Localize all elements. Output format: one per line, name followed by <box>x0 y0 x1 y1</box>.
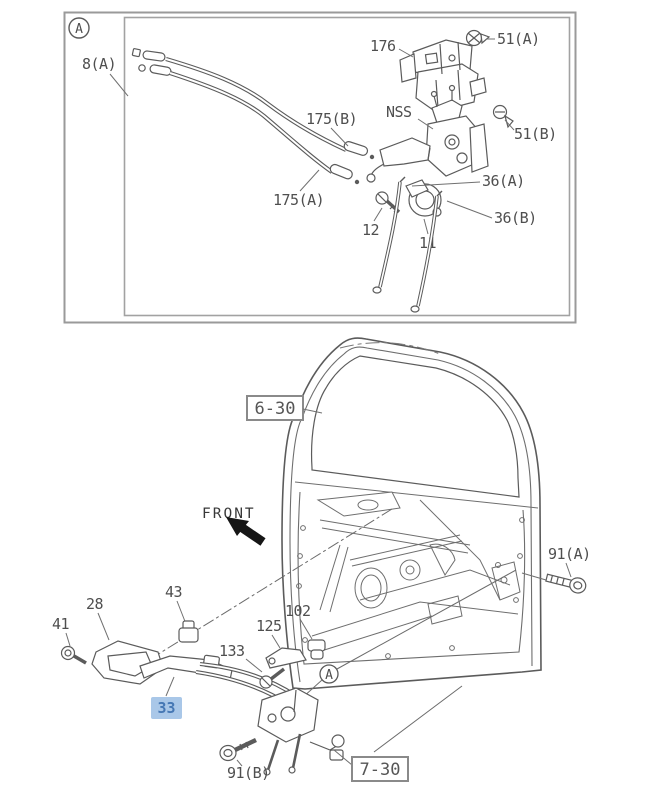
screw-41-drawing <box>60 645 87 665</box>
part-label-125[interactable]: 125 <box>256 617 282 635</box>
clip-43-drawing <box>178 620 199 643</box>
bracket-125-drawing <box>265 647 307 669</box>
leader-36a <box>411 181 481 187</box>
part-label-175a[interactable]: 175(A) <box>273 191 325 209</box>
leader-33 <box>165 676 175 697</box>
leader-door-to-7-30 <box>373 685 463 753</box>
leader-133 <box>245 658 263 673</box>
inset-inner-frame <box>123 16 571 317</box>
rod-36b-drawing <box>410 190 443 313</box>
leader-nss <box>417 118 434 130</box>
door-drawing <box>281 337 542 690</box>
leader-176 <box>398 48 414 58</box>
inset-outer-frame <box>63 11 577 324</box>
part-label-51a[interactable]: 51(A) <box>497 30 540 48</box>
part-label-176[interactable]: 176 <box>370 37 397 55</box>
part-label-91a[interactable]: 91(A) <box>548 545 591 563</box>
highlighted-part-33[interactable]: 33 <box>151 697 182 719</box>
leader-7-30 <box>333 749 353 766</box>
ref-box-7-30-label[interactable]: 7-30 <box>360 760 401 780</box>
leader-door-to-marker-a <box>336 569 517 670</box>
front-arrow-icon <box>226 517 266 546</box>
leader-41 <box>65 632 71 647</box>
lock-actuator-drawing <box>399 39 487 113</box>
leader-51b <box>504 119 515 131</box>
bracket-11-drawing <box>405 179 442 217</box>
door-inner-mechanism-drawing <box>296 491 525 659</box>
part-label-12[interactable]: 12 <box>362 221 380 239</box>
ref-box-6-30[interactable]: 6-30 <box>246 395 304 421</box>
screw-133-drawing <box>259 667 286 689</box>
part-label-28[interactable]: 28 <box>86 595 104 613</box>
leader-102 <box>299 618 313 640</box>
leader-36b <box>446 200 493 219</box>
lock-cables-drawing <box>131 48 375 185</box>
leader-43 <box>176 600 187 625</box>
part-label-102[interactable]: 102 <box>285 602 311 620</box>
main-view-marker: A <box>319 664 339 684</box>
leader-11 <box>423 218 429 235</box>
part-label-175b[interactable]: 175(B) <box>306 110 358 128</box>
leader-12 <box>373 207 383 222</box>
front-label: FRONT <box>202 506 256 522</box>
grommet-102-drawing <box>307 639 326 660</box>
part-label-133[interactable]: 133 <box>219 642 245 660</box>
leader-91b <box>236 759 243 767</box>
door-latch-assembly-drawing <box>257 687 345 776</box>
part-label-nss: NSS <box>386 103 412 121</box>
part-label-36b[interactable]: 36(B) <box>494 209 537 227</box>
leader-8a <box>109 73 129 97</box>
ref-box-6-30-label[interactable]: 6-30 <box>255 399 296 419</box>
leader-175b <box>330 127 349 147</box>
bolt-91b-drawing <box>219 738 257 762</box>
leader-28 <box>97 612 110 641</box>
inset-view-marker: A <box>68 17 90 39</box>
part-label-43[interactable]: 43 <box>165 583 183 601</box>
rod-36a-drawing <box>372 176 406 294</box>
inset-view-marker-letter: A <box>75 22 83 37</box>
highlighted-part-33-label[interactable]: 33 <box>157 699 175 717</box>
part-label-41[interactable]: 41 <box>52 615 70 633</box>
part-label-91b[interactable]: 91(B) <box>227 764 270 782</box>
clip-51b-drawing <box>492 104 514 129</box>
leader-6-30 <box>302 408 323 414</box>
latch-assembly-drawing <box>366 84 489 183</box>
ref-box-7-30[interactable]: 7-30 <box>351 756 409 782</box>
clip-51a-drawing <box>465 29 491 47</box>
main-view-marker-letter: A <box>325 668 333 683</box>
inset-detail-view: A 8(A) 175(B) 175(A) <box>63 11 577 324</box>
part-label-36a[interactable]: 36(A) <box>482 172 525 190</box>
part-label-51b[interactable]: 51(B) <box>514 125 557 143</box>
leader-91a-to-door <box>521 572 547 581</box>
bolt-91a-drawing <box>545 573 587 594</box>
leader-175a <box>299 169 320 192</box>
leader-125 <box>271 634 281 649</box>
part-label-8a[interactable]: 8(A) <box>82 55 117 73</box>
leader-91a <box>565 562 572 578</box>
